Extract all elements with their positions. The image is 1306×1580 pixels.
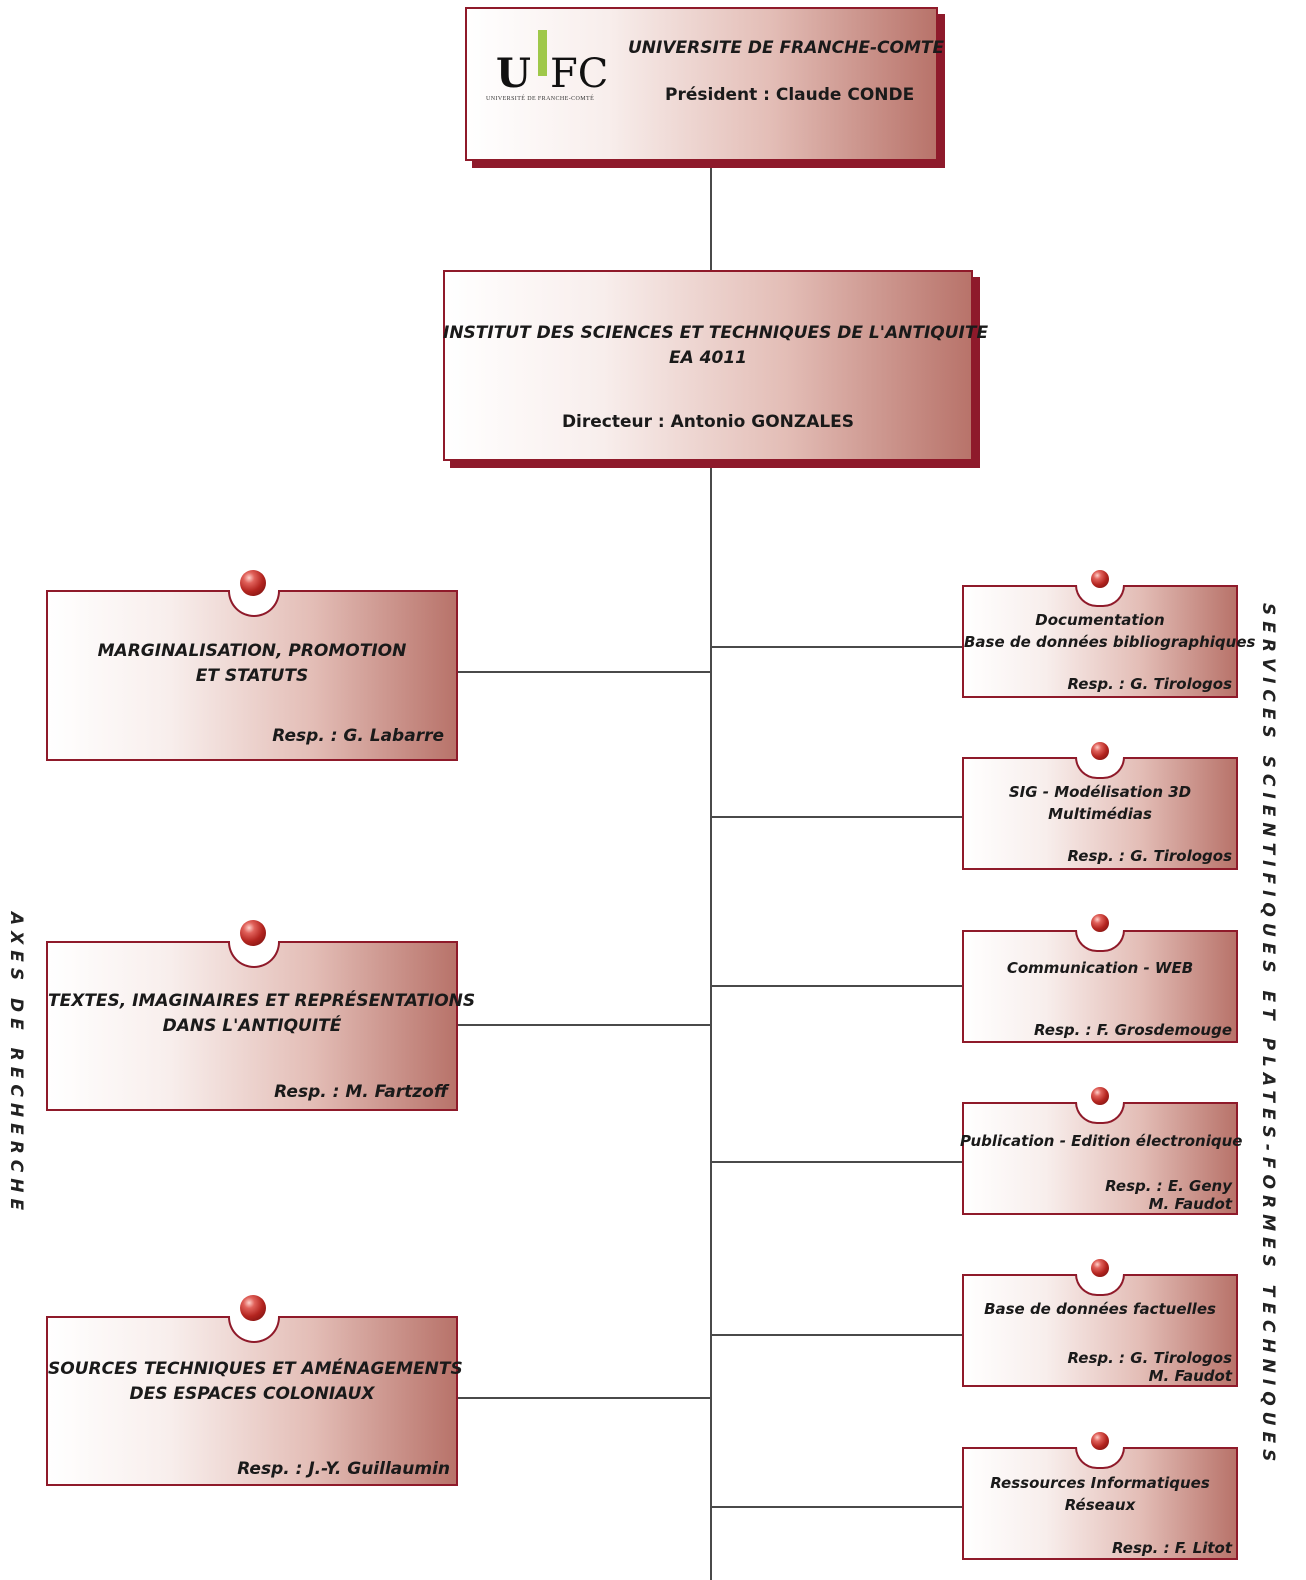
connector-service-4	[711, 1161, 963, 1163]
service-resp: Resp. : F. Grosdemouge	[1033, 1021, 1232, 1039]
connector-axis-3	[458, 1397, 711, 1399]
connector-service-1	[711, 646, 963, 648]
connector-service-2	[711, 816, 963, 818]
service-marker-ball-icon	[1091, 1432, 1109, 1450]
axis-marker-ball-icon	[240, 1295, 266, 1321]
axis-title-line: SOURCES TECHNIQUES ET AMÉNAGEMENTS	[48, 1359, 463, 1379]
service-resp: M. Faudot	[1148, 1195, 1232, 1213]
service-connector-notch	[1075, 930, 1125, 952]
service-title-line: Publication - Edition électronique	[960, 1132, 1243, 1150]
service-resp: Resp. : F. Litot	[1112, 1539, 1232, 1557]
university-president: Président : Claude CONDE	[665, 85, 915, 105]
axis-title-line: DES ESPACES COLONIAUX	[129, 1384, 375, 1404]
service-title-line: Ressources Informatiques	[990, 1474, 1210, 1492]
service-title-line: Communication - WEB	[1006, 959, 1194, 977]
axis-title-line: ET STATUTS	[195, 666, 309, 686]
service-resp: Resp. : G. Tirologos	[1067, 847, 1232, 865]
university-name: UNIVERSITE DE FRANCHE-COMTE	[628, 38, 945, 58]
service-title-line: Réseaux	[1064, 1496, 1136, 1514]
institute-name: INSTITUT DES SCIENCES ET TECHNIQUES DE L…	[443, 323, 989, 343]
service-box: Communication - WEB Resp. : F. Grosdemou…	[962, 930, 1238, 1043]
institute-code: EA 4011	[668, 348, 747, 368]
institute-director: Directeur : Antonio GONZALES	[561, 412, 855, 432]
axis-box: TEXTES, IMAGINAIRES ET REPRÉSENTATIONS D…	[46, 941, 476, 1111]
connector-axis-1	[458, 671, 711, 673]
connector-service-3	[711, 985, 963, 987]
service-connector-notch	[1075, 585, 1125, 607]
axes-vertical-label: AXES DE RECHERCHE	[6, 912, 26, 1217]
logo-fc-letters: FC	[550, 51, 609, 97]
axis-marker-ball-icon	[240, 570, 266, 596]
connector-axis-2	[458, 1024, 711, 1026]
logo-subtitle: UNIVERSITÉ DE FRANCHE-COMTÉ	[486, 96, 595, 102]
axis-box: MARGINALISATION, PROMOTION ET STATUTS Re…	[46, 590, 458, 761]
service-resp: Resp. : G. Tirologos	[1067, 675, 1232, 693]
service-box: Base de données factuelles Resp. : G. Ti…	[962, 1274, 1238, 1387]
service-title-line: Documentation	[1035, 611, 1165, 629]
axis-title-line: TEXTES, IMAGINAIRES ET REPRÉSENTATIONS	[48, 991, 476, 1011]
axis-marker-ball-icon	[240, 920, 266, 946]
service-box: Ressources Informatiques Réseaux Resp. :…	[962, 1447, 1238, 1560]
axis-title-line: DANS L'ANTIQUITÉ	[162, 1016, 342, 1036]
service-connector-notch	[1075, 1274, 1125, 1296]
service-marker-ball-icon	[1091, 742, 1109, 760]
connector-main-trunk	[710, 466, 712, 1580]
axis-title-line: MARGINALISATION, PROMOTION	[97, 641, 407, 661]
service-title-line: SIG - Modélisation 3D	[1008, 783, 1192, 801]
service-marker-ball-icon	[1091, 914, 1109, 932]
university-logo	[538, 30, 547, 76]
logo-u-letter: U	[496, 50, 531, 97]
service-box: Publication - Edition électronique Resp.…	[960, 1102, 1243, 1215]
service-title-line: Multimédias	[1048, 805, 1152, 823]
axis-resp: Resp. : G. Labarre	[272, 726, 444, 746]
service-title-line: Base de données factuelles	[984, 1300, 1216, 1318]
service-marker-ball-icon	[1091, 1259, 1109, 1277]
university-box	[465, 7, 938, 161]
service-box: Documentation Base de données bibliograp…	[962, 585, 1256, 698]
service-connector-notch	[1075, 1447, 1125, 1469]
service-connector-notch	[1075, 757, 1125, 779]
axis-box: SOURCES TECHNIQUES ET AMÉNAGEMENTS DES E…	[46, 1316, 463, 1486]
service-resp: Resp. : E. Geny	[1105, 1177, 1232, 1195]
institute-box	[443, 270, 973, 461]
services-vertical-label: SERVICES SCIENTIFIQUES ET PLATES-FORMES …	[1258, 603, 1278, 1468]
service-marker-ball-icon	[1091, 570, 1109, 588]
service-title-line: Base de données bibliographiques	[964, 633, 1256, 651]
connector-university-institute	[710, 166, 712, 272]
connector-service-6	[711, 1506, 963, 1508]
service-marker-ball-icon	[1091, 1087, 1109, 1105]
axis-resp: Resp. : M. Fartzoff	[274, 1082, 448, 1102]
service-resp: Resp. : G. Tirologos	[1067, 1349, 1232, 1367]
service-resp: M. Faudot	[1148, 1367, 1232, 1385]
axis-resp: Resp. : J.-Y. Guillaumin	[237, 1459, 450, 1479]
service-connector-notch	[1075, 1102, 1125, 1124]
service-box: SIG - Modélisation 3D Multimédias Resp. …	[962, 757, 1238, 870]
connector-service-5	[711, 1334, 963, 1336]
